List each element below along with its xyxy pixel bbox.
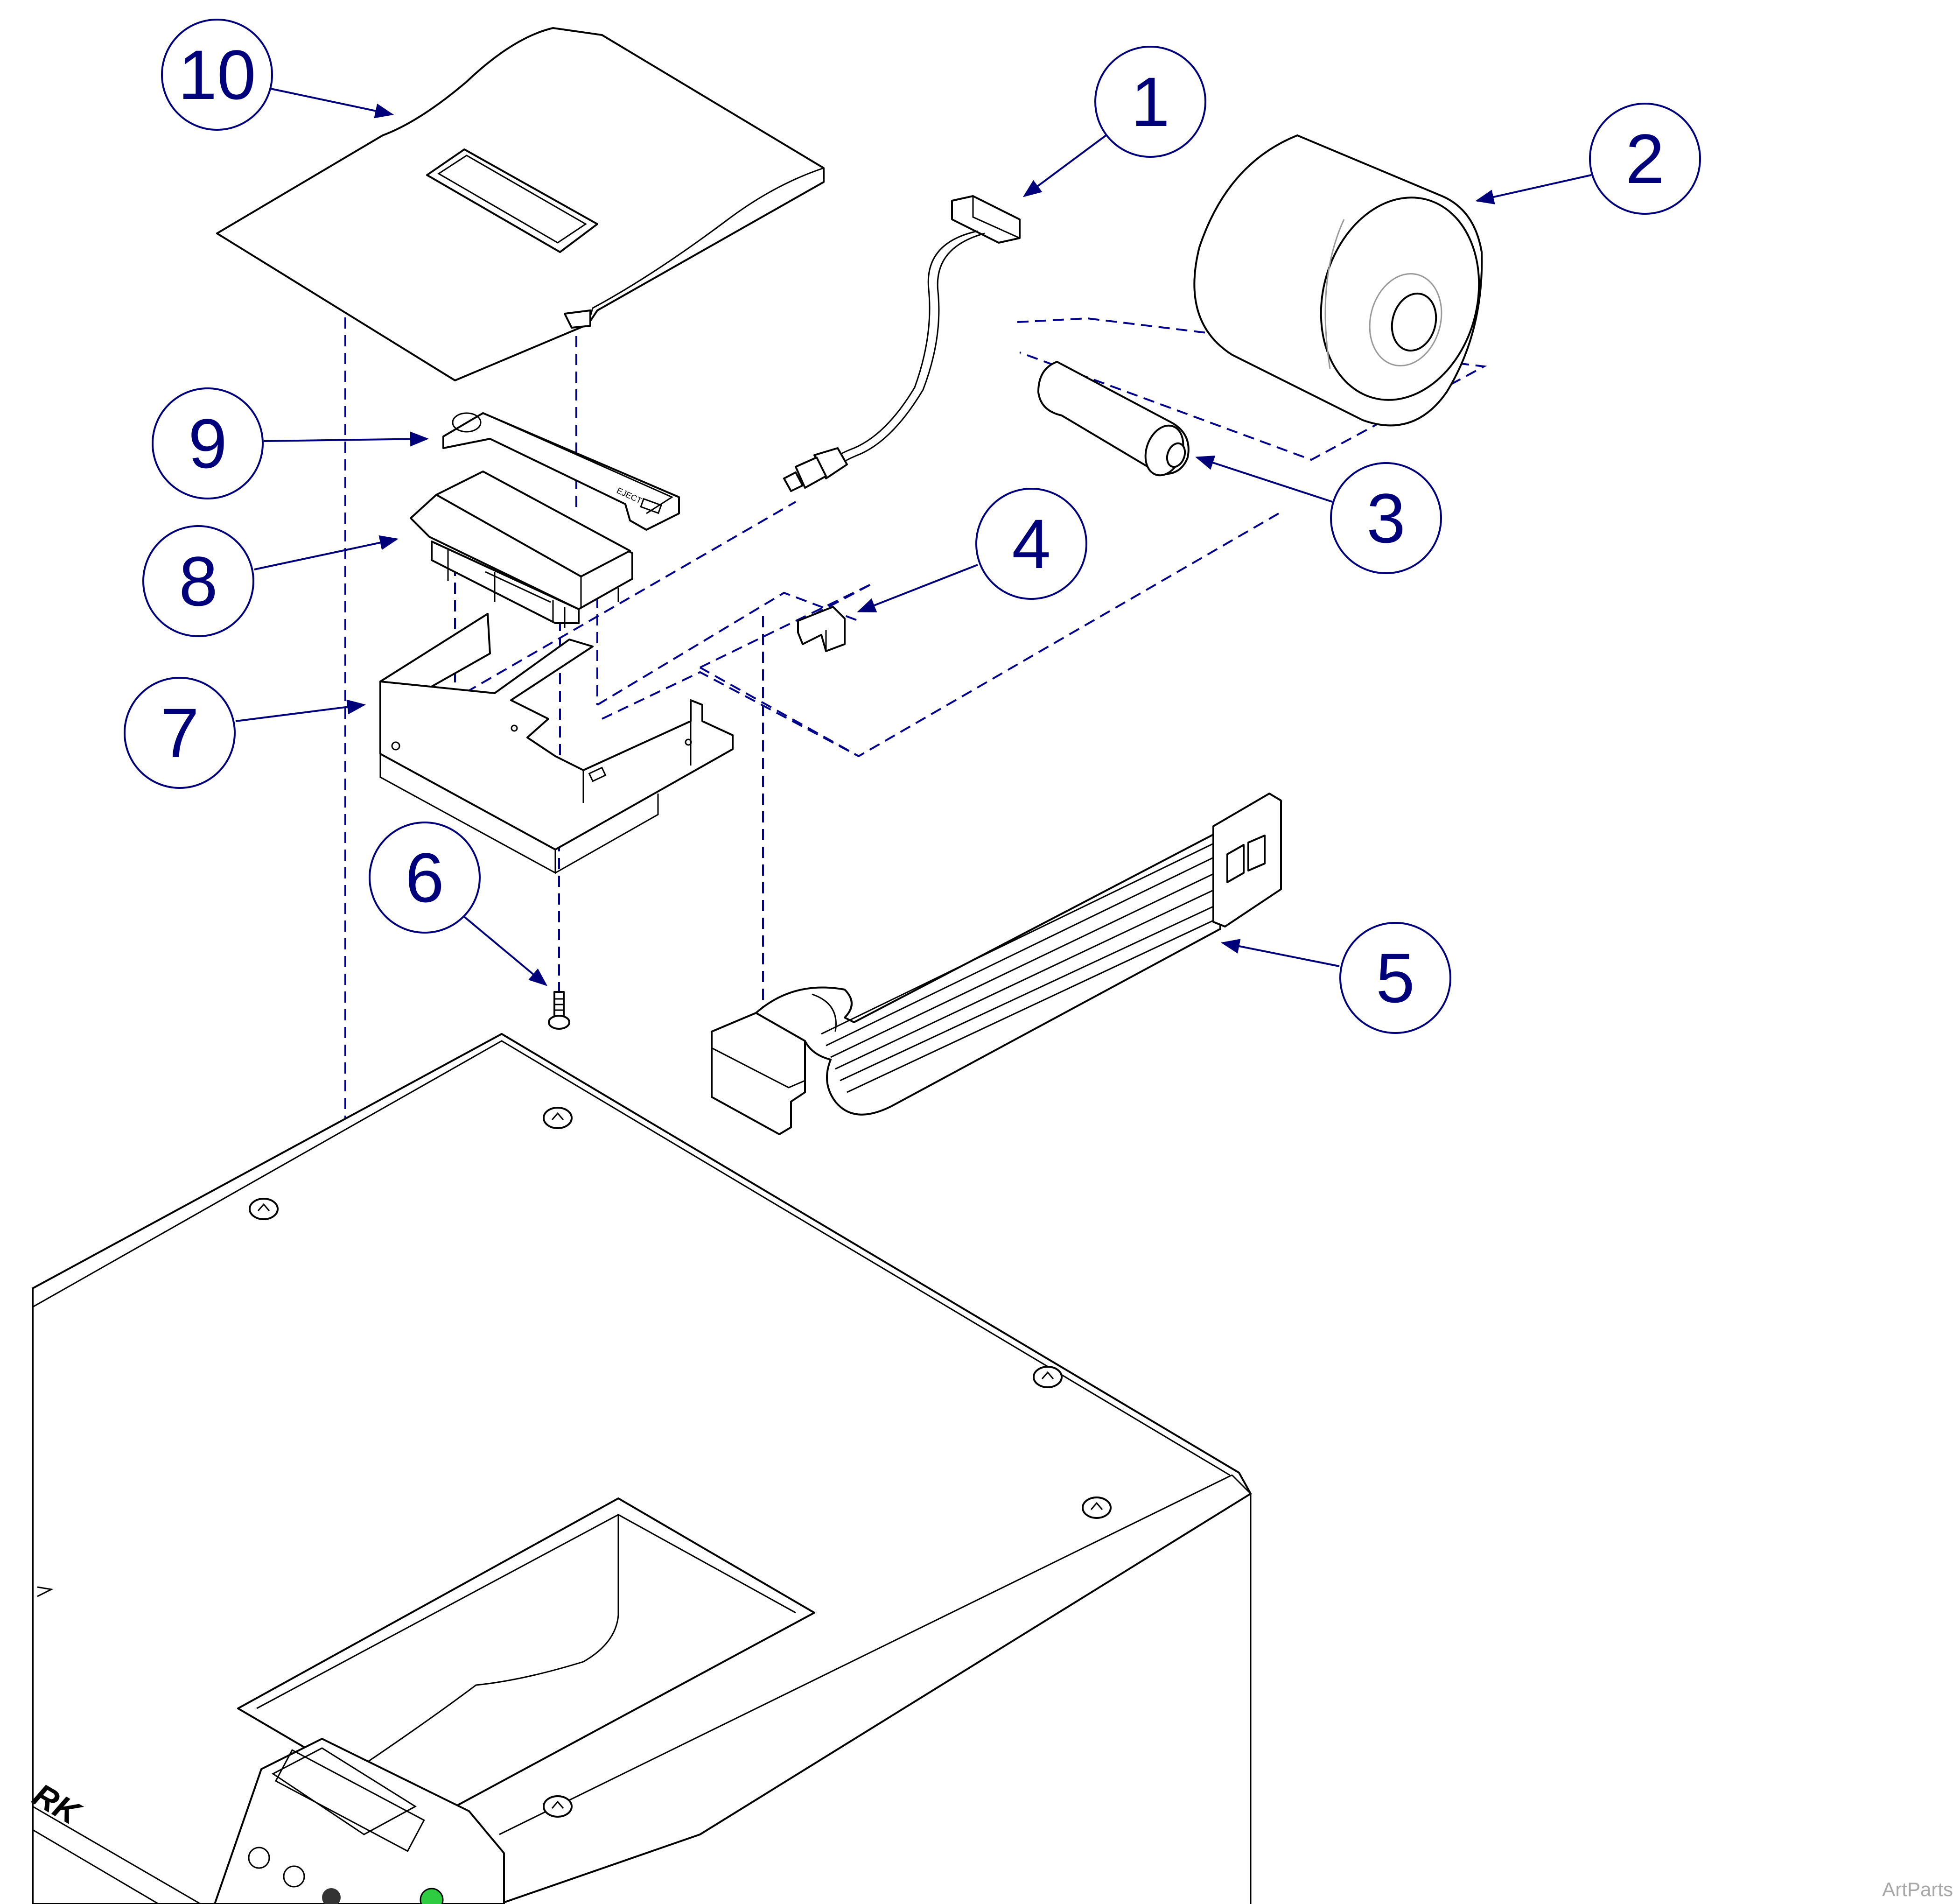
screw (548, 991, 570, 1030)
printer-bezel: EJECT (442, 412, 680, 531)
callout-1: 1 (1022, 46, 1206, 197)
callout-number-7: 7 (160, 694, 199, 772)
callout-circle-4 (975, 488, 1087, 600)
callout-circle-9 (152, 387, 264, 499)
callout-leader-8 (254, 535, 399, 570)
callout-leader-10 (270, 88, 394, 119)
callout-number-4: 4 (1012, 505, 1050, 583)
callout-circle-1 (1094, 46, 1206, 158)
callout-circle-2 (1589, 103, 1701, 215)
callout-number-9: 9 (188, 404, 227, 483)
callout-leader-5 (1221, 939, 1340, 967)
callout-number-3: 3 (1366, 479, 1405, 557)
ribbon-cable (711, 793, 1282, 1135)
callout-number-2: 2 (1625, 119, 1664, 198)
callout-leader-1 (1022, 134, 1107, 197)
callout-4: 4 (857, 488, 1087, 612)
callout-number-10: 10 (178, 35, 256, 114)
bracket (379, 613, 734, 874)
callout-leader-9 (263, 431, 429, 447)
printer-housing: RK (27, 1033, 1252, 1904)
callout-6: 6 (369, 822, 548, 986)
callout-circle-5 (1339, 922, 1451, 1034)
sensor-cable (783, 195, 1021, 492)
callout-leader-4 (857, 564, 978, 612)
callout-number-6: 6 (405, 838, 444, 917)
callout-number-1: 1 (1131, 63, 1169, 141)
callout-7: 7 (124, 677, 366, 789)
printer-mechanism (410, 471, 633, 628)
callout-circle-3 (1330, 462, 1442, 574)
callout-number-5: 5 (1376, 939, 1414, 1017)
callout-2: 2 (1475, 103, 1701, 215)
callout-leader-3 (1195, 456, 1333, 503)
clip (797, 606, 846, 652)
roll-spindle (1037, 361, 1190, 477)
callout-circle-7 (124, 677, 236, 789)
callout-leader-7 (235, 699, 366, 722)
callout-leader-6 (461, 914, 548, 986)
callout-10: 10 (161, 19, 394, 131)
callout-9: 9 (152, 387, 429, 499)
callout-3: 3 (1195, 456, 1442, 574)
callout-circle-6 (369, 822, 481, 934)
callout-5: 5 (1221, 922, 1451, 1034)
printer-cover (216, 27, 825, 381)
housing-screws (249, 1107, 1112, 1818)
callout-labels: 1 2 3 4 5 6 7 8 9 10 (124, 19, 1701, 1034)
callout-8: 8 (142, 525, 399, 637)
artparts-watermark: ArtParts (1882, 1878, 1953, 1900)
callout-circle-10 (161, 19, 273, 131)
callout-number-8: 8 (179, 542, 217, 620)
paper-roll (1193, 134, 1483, 427)
callout-circle-8 (142, 525, 254, 637)
callout-leader-2 (1475, 174, 1592, 204)
